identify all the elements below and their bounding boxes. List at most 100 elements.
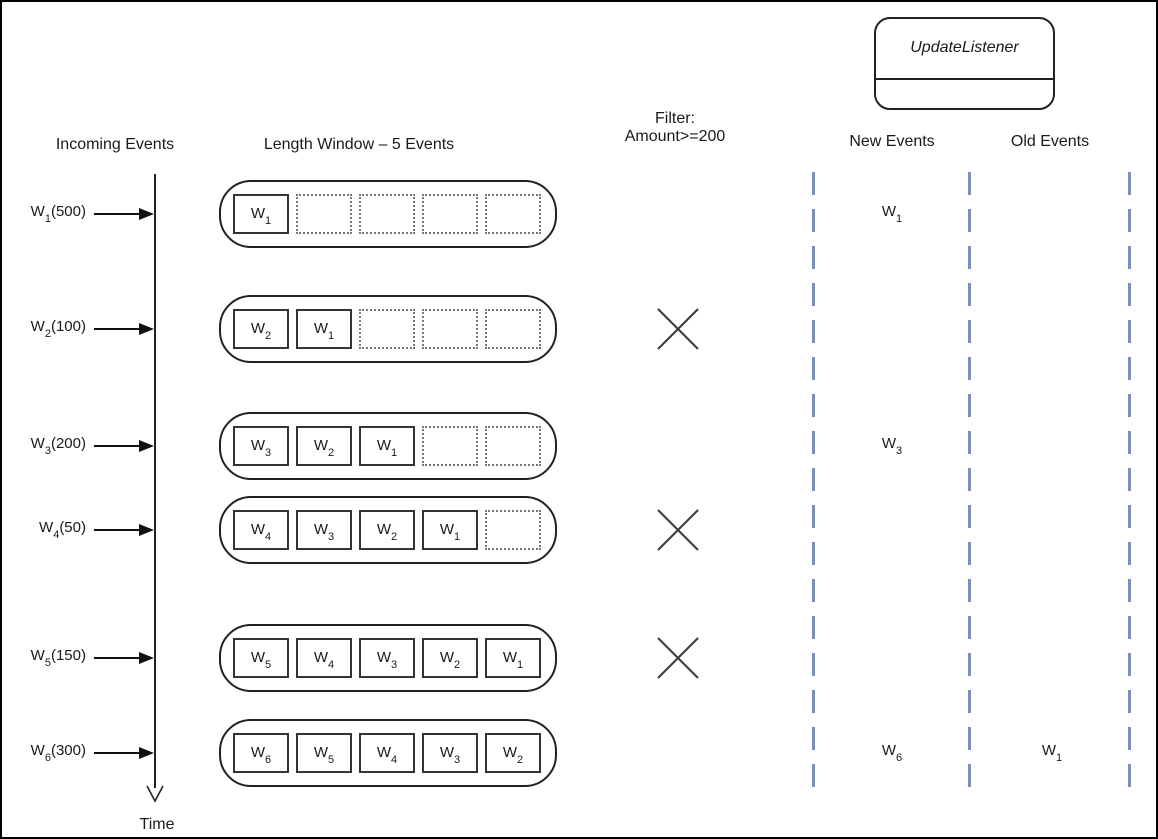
time-axis-label: Time: [139, 816, 175, 833]
incoming-event-arrow: [94, 752, 140, 754]
window-slot-empty: [422, 426, 478, 466]
incoming-event-arrowhead-icon: [139, 323, 154, 335]
window-slot-filled: W5: [233, 638, 289, 678]
event-symbol: W: [376, 744, 392, 761]
new-event-entry: W1: [881, 203, 902, 225]
event-symbol-subscript: 4: [328, 659, 335, 671]
event-symbol: W: [30, 203, 45, 220]
event-symbol-subscript: 2: [265, 330, 272, 342]
header-filter-line1: Filter:: [655, 110, 695, 127]
event-symbol: W: [376, 649, 392, 666]
incoming-event-arrowhead-icon: [139, 524, 154, 536]
event-symbol: W: [881, 435, 897, 452]
window-slot-filled: W3: [233, 426, 289, 466]
incoming-event-label: W1(500): [2, 203, 86, 225]
header-filter: Filter: Amount>=200: [625, 110, 726, 146]
old-event-entry: W1: [1041, 742, 1062, 764]
incoming-event-arrowhead-icon: [139, 208, 154, 220]
event-symbol: W: [502, 744, 518, 761]
event-symbol-subscript: 1: [454, 531, 461, 543]
event-symbol-subscript: 2: [391, 531, 398, 543]
window-slot-filled: W6: [233, 733, 289, 773]
event-symbol: W: [313, 437, 329, 454]
window-slot-filled: W4: [359, 733, 415, 773]
time-axis-arrowhead-icon: [146, 785, 164, 803]
update-listener-box: UpdateListener: [874, 17, 1055, 110]
event-symbol-subscript: 1: [391, 447, 398, 459]
column-separator-line-3: [1128, 172, 1131, 800]
window-slot-filled: W1: [296, 309, 352, 349]
window-slot-filled: W4: [233, 510, 289, 550]
window-slot-filled: W5: [296, 733, 352, 773]
incoming-event-amount: (200): [50, 435, 86, 452]
event-symbol: W: [30, 435, 45, 452]
incoming-event-amount: (500): [50, 203, 86, 220]
event-symbol-subscript: 6: [265, 754, 272, 766]
incoming-event-label: W6(300): [2, 742, 86, 764]
window-slot-empty: [422, 194, 478, 234]
event-symbol-subscript: 2: [517, 754, 524, 766]
event-symbol: W: [881, 203, 897, 220]
event-symbol: W: [439, 521, 455, 538]
window-slot-empty: [359, 194, 415, 234]
window-slot-empty: [422, 309, 478, 349]
event-symbol-subscript: 1: [44, 213, 51, 225]
event-symbol: W: [313, 744, 329, 761]
window-slot-filled: W3: [359, 638, 415, 678]
window-slot-filled: W2: [359, 510, 415, 550]
window-slot-filled: W4: [296, 638, 352, 678]
incoming-event-amount: (100): [50, 318, 86, 335]
incoming-event-arrowhead-icon: [139, 747, 154, 759]
column-separator-line-2: [968, 172, 971, 800]
incoming-event-amount: (150): [50, 647, 86, 664]
event-symbol: W: [250, 205, 266, 222]
window-slot-empty: [485, 510, 541, 550]
event-symbol: W: [1041, 742, 1057, 759]
filter-reject-x-icon: [657, 509, 699, 551]
event-symbol: W: [439, 744, 455, 761]
event-symbol-subscript: 3: [328, 531, 335, 543]
event-symbol: W: [39, 519, 54, 536]
window-slot-empty: [485, 309, 541, 349]
incoming-event-arrow: [94, 529, 140, 531]
event-symbol-subscript: 6: [44, 752, 51, 764]
column-separator-line-1: [812, 172, 815, 800]
window-slot-filled: W1: [422, 510, 478, 550]
incoming-event-amount: (300): [50, 742, 86, 759]
event-symbol: W: [313, 649, 329, 666]
event-symbol: W: [376, 521, 392, 538]
event-symbol: W: [250, 320, 266, 337]
incoming-event-label: W4(50): [2, 519, 86, 541]
new-event-entry: W3: [881, 435, 902, 457]
event-symbol-subscript: 2: [454, 659, 461, 671]
incoming-event-label: W2(100): [2, 318, 86, 340]
incoming-event-arrow: [94, 445, 140, 447]
event-symbol: W: [313, 521, 329, 538]
window-slot-filled: W2: [422, 638, 478, 678]
event-symbol-subscript: 1: [328, 330, 335, 342]
event-symbol: W: [250, 649, 266, 666]
window-slot-empty: [485, 194, 541, 234]
event-symbol: W: [313, 320, 329, 337]
event-symbol-subscript: 4: [53, 529, 60, 541]
event-symbol-subscript: 2: [328, 447, 335, 459]
event-symbol-subscript: 1: [1056, 752, 1063, 764]
event-symbol-subscript: 1: [896, 213, 903, 225]
header-length-window: Length Window – 5 Events: [263, 136, 455, 153]
event-symbol-subscript: 5: [44, 657, 51, 669]
header-old-events: Old Events: [1010, 133, 1090, 150]
window-slot-filled: W1: [485, 638, 541, 678]
event-symbol: W: [376, 437, 392, 454]
event-symbol-subscript: 3: [391, 659, 398, 671]
new-event-entry: W6: [882, 742, 902, 764]
time-axis-line: [154, 174, 156, 788]
event-symbol: W: [250, 521, 266, 538]
event-symbol-subscript: 6: [896, 752, 903, 764]
event-symbol: W: [502, 649, 518, 666]
incoming-event-arrowhead-icon: [139, 440, 154, 452]
window-slot-filled: W1: [233, 194, 289, 234]
